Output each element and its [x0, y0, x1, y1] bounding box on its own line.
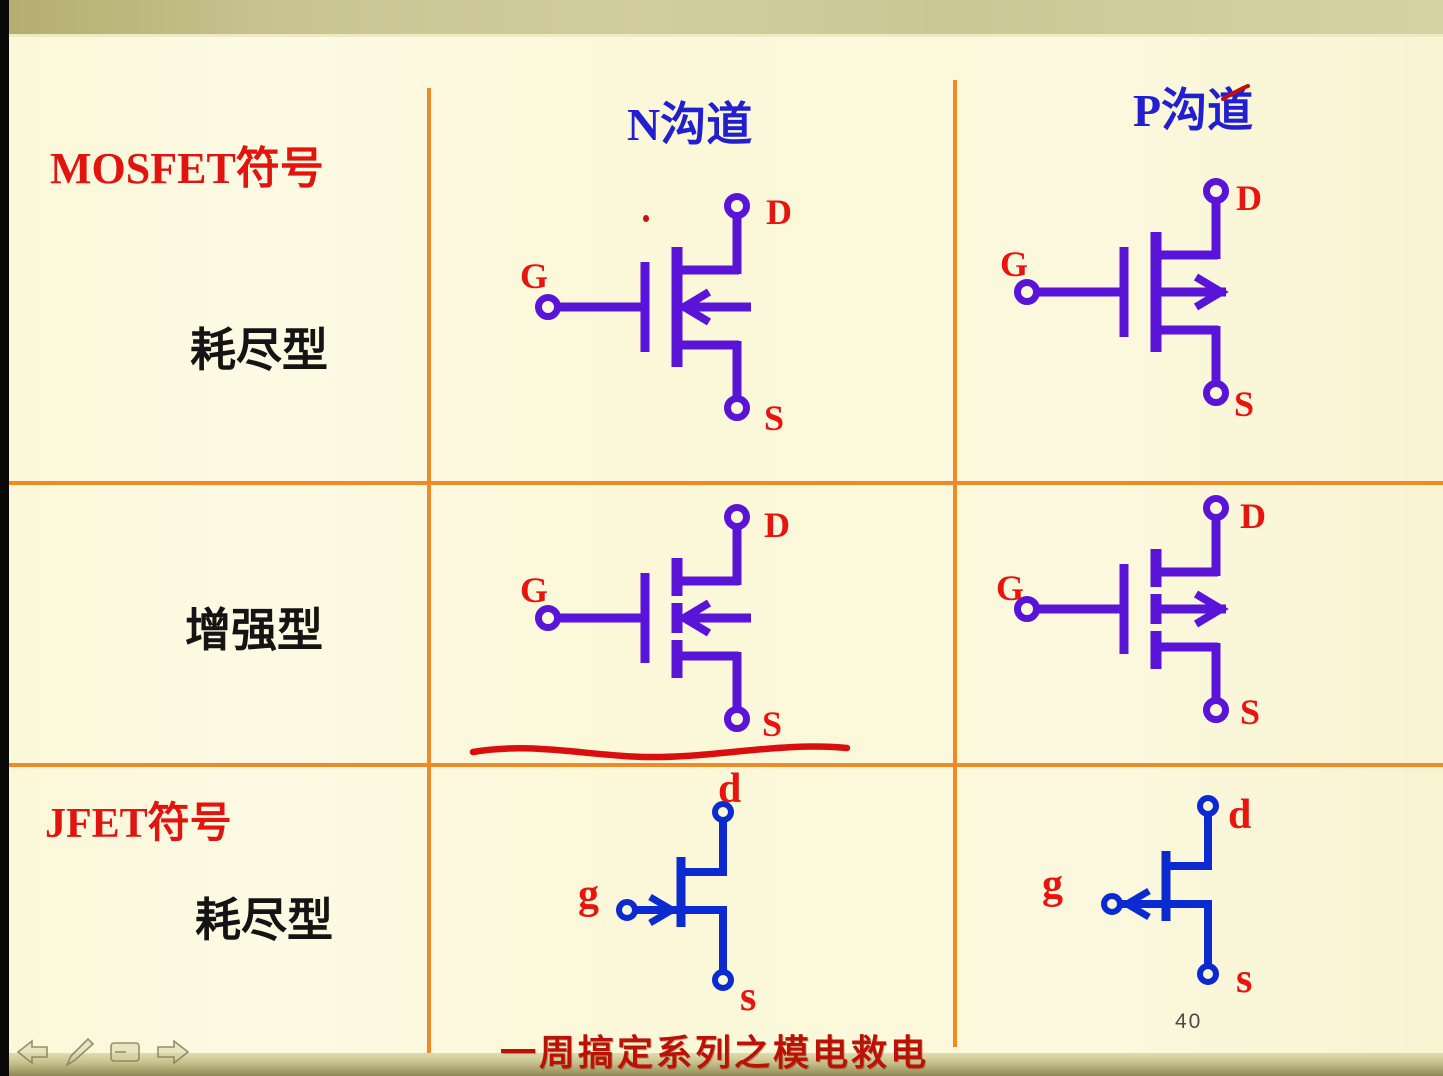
footer-banner-text: 一周搞定系列之模电救电	[500, 1033, 930, 1073]
gate-label: g	[578, 872, 599, 918]
source-label: S	[1234, 384, 1255, 424]
source-terminal-circle	[724, 395, 750, 421]
back-arrow-icon[interactable]	[16, 1038, 50, 1066]
source-label: S	[762, 704, 783, 744]
gate-terminal-circle	[1101, 893, 1123, 915]
row-label-mosfet-enhancement: 增强型	[185, 605, 323, 656]
source-terminal-circle	[712, 969, 734, 991]
slide-page-number: 40	[1175, 1010, 1203, 1033]
drain-terminal-circle	[724, 193, 750, 219]
grid-vertical-line-1	[427, 88, 431, 1053]
mosfet-enhancement-n-symbol	[535, 504, 751, 732]
drain-terminal-circle	[712, 801, 734, 823]
source-terminal-circle	[1203, 380, 1229, 406]
red-tick-annotation	[1221, 84, 1250, 101]
gate-label: G	[996, 568, 1025, 608]
gate-arrow-icon	[648, 893, 679, 927]
forward-arrow-icon[interactable]	[154, 1038, 190, 1066]
drain-label: D	[764, 505, 790, 545]
grid-vertical-line-2	[953, 80, 957, 1047]
row-label-mosfet-depletion: 耗尽型	[190, 325, 328, 376]
left-edge-strip	[0, 0, 9, 1076]
red-dot-annotation	[643, 215, 649, 222]
grid-horizontal-line-1	[8, 481, 1443, 485]
source-terminal-circle	[724, 706, 750, 732]
mosfet-depletion-p-symbol	[1014, 178, 1229, 406]
substrate-arrow-icon	[1193, 273, 1229, 311]
mosfet-section-title: MOSFET符号	[50, 144, 324, 193]
pen-tool-icon[interactable]	[62, 1037, 96, 1067]
substrate-arrow-icon	[676, 599, 712, 637]
substrate-arrow-icon	[676, 288, 712, 326]
grid-horizontal-line-2	[8, 763, 1443, 767]
drain-label: D	[1240, 496, 1266, 536]
drain-terminal-circle	[1197, 795, 1219, 817]
drain-terminal-circle	[1203, 178, 1229, 204]
gate-terminal-circle	[616, 899, 638, 921]
jfet-depletion-p-symbol	[1101, 795, 1219, 985]
bottom-status-bar	[0, 1053, 1443, 1076]
mosfet-depletion-n-symbol	[535, 193, 751, 421]
red-underline-annotation	[469, 743, 851, 761]
jfet-depletion-n-symbol	[616, 801, 734, 991]
drain-terminal-circle	[1203, 495, 1229, 521]
slide-panel-icon[interactable]	[108, 1040, 142, 1064]
gate-arrow-icon	[1120, 887, 1151, 921]
source-label: S	[764, 398, 785, 438]
drain-label: D	[766, 192, 792, 232]
source-terminal-circle	[1203, 697, 1229, 723]
mosfet-enhancement-p-symbol	[1014, 495, 1229, 723]
column-header-n-channel: N沟道	[627, 99, 753, 150]
drain-label: D	[1236, 178, 1262, 218]
source-label: s	[1236, 956, 1253, 1002]
row-label-jfet-depletion: 耗尽型	[195, 895, 333, 946]
gate-label: g	[1042, 862, 1063, 908]
jfet-section-title: JFET符号	[45, 801, 232, 847]
substrate-arrow-icon	[1193, 590, 1229, 628]
drain-label: d	[718, 766, 742, 812]
source-label: s	[740, 974, 757, 1020]
gate-label: G	[520, 570, 549, 610]
gate-terminal-circle	[1014, 596, 1040, 622]
source-terminal-circle	[1197, 963, 1219, 985]
top-window-bar	[0, 0, 1443, 37]
drain-label: d	[1228, 792, 1252, 838]
gate-label: G	[1000, 244, 1029, 284]
source-label: S	[1240, 692, 1261, 732]
gate-label: G	[520, 256, 549, 296]
presenter-toolbar	[16, 1033, 206, 1071]
gate-terminal-circle	[535, 605, 561, 631]
drain-terminal-circle	[724, 504, 750, 530]
gate-terminal-circle	[1014, 279, 1040, 305]
gate-terminal-circle	[535, 294, 561, 320]
